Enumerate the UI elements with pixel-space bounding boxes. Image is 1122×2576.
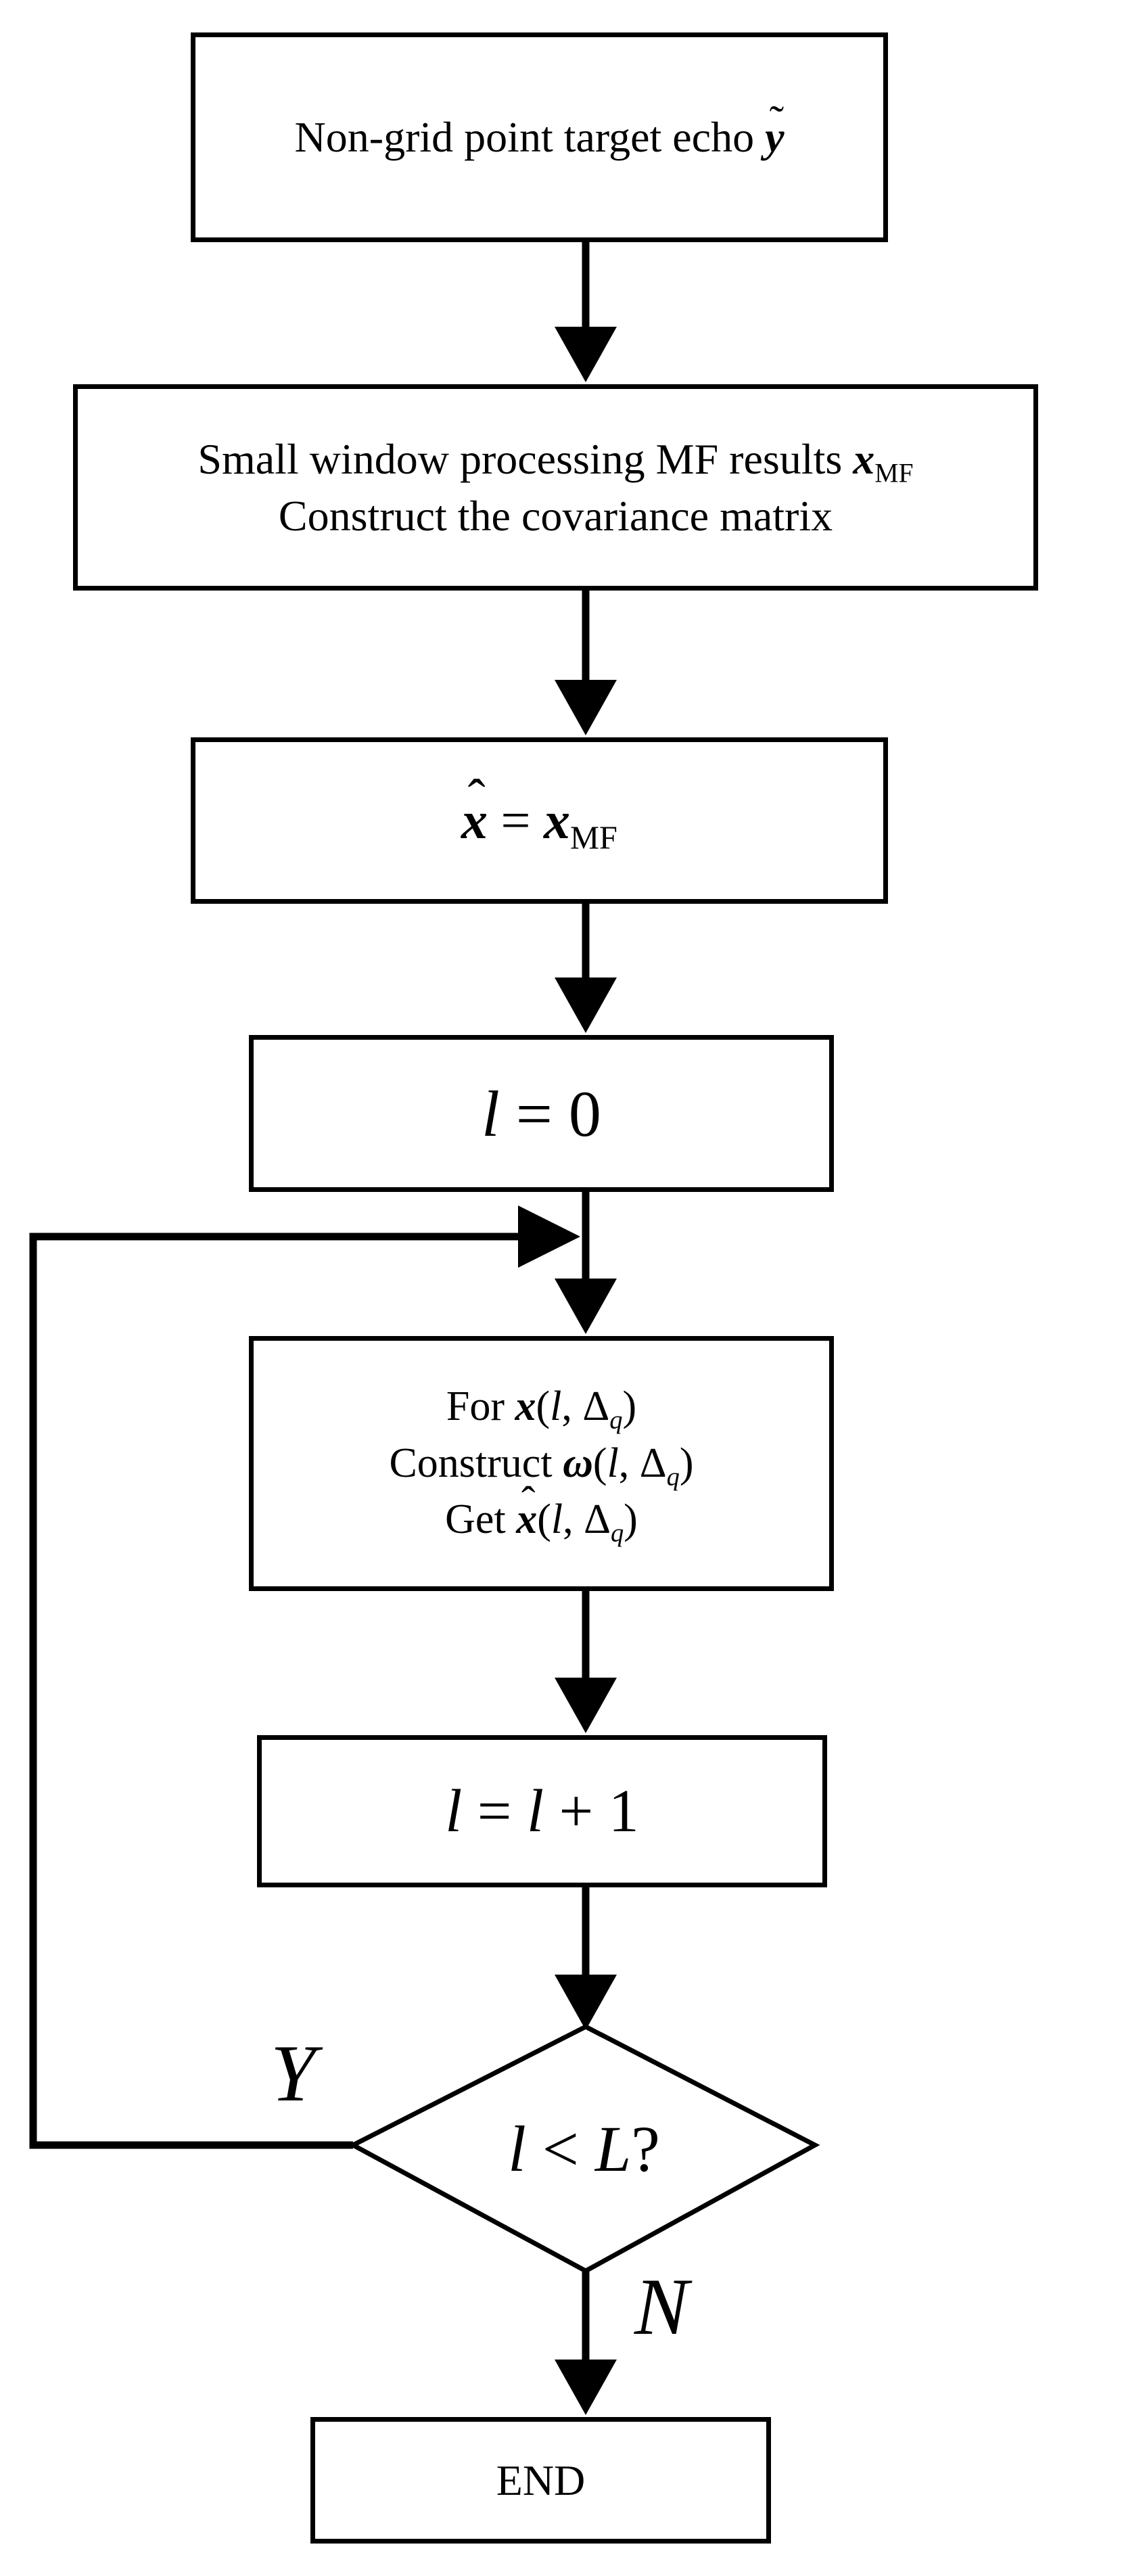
- loop-line-2: Construct ω(l, Δq): [389, 1435, 693, 1492]
- loop-line-3-sub: q: [610, 1519, 624, 1548]
- window-line-1-subscript: MF: [874, 459, 914, 488]
- decision-q: ?: [631, 2113, 660, 2185]
- decision-expression: l < L?: [508, 2111, 660, 2186]
- arrowhead-assign: [555, 680, 617, 735]
- loop-line-2-close: ): [679, 1440, 694, 1486]
- decision-var: l: [508, 2113, 526, 2185]
- assign-rhs-subscript: MF: [570, 820, 617, 856]
- window-line-1: Small window processing MF results xMF: [197, 431, 913, 487]
- increment-lhs: l: [445, 1778, 463, 1845]
- loop-line-2-var: l: [607, 1440, 619, 1486]
- loop-line-1-sep: , Δ: [561, 1383, 610, 1429]
- increment-expression: l = l + 1: [445, 1776, 639, 1846]
- arrowhead-loop: [555, 1279, 617, 1334]
- arrowhead-increment: [555, 1678, 617, 1733]
- decision-op: <: [525, 2113, 595, 2185]
- arrowhead-decision: [555, 1975, 617, 2030]
- start-symbol: y: [765, 96, 785, 162]
- window-line-1-text: Small window processing MF results: [197, 435, 843, 484]
- window-box: Small window processing MF results xMF C…: [73, 384, 1038, 591]
- increment-rest: + 1: [544, 1778, 639, 1845]
- end-label: END: [496, 2456, 586, 2504]
- init-expression: l = 0: [482, 1076, 601, 1151]
- init-var: l: [482, 1077, 500, 1150]
- decision-bound: L: [594, 2113, 632, 2185]
- start-label-text: Non-grid point target echo: [294, 113, 755, 161]
- window-line-1-symbol: x: [853, 435, 875, 484]
- loop-line-1-open: (: [536, 1383, 551, 1429]
- decision-diamond: [348, 2024, 820, 2274]
- loop-line-3-sep: , Δ: [563, 1496, 611, 1543]
- start-box: Non-grid point target echo y: [191, 32, 888, 242]
- assign-box: x = xMF: [191, 737, 888, 904]
- arrowhead-end: [555, 2360, 617, 2415]
- loop-line-2-symbol: ω: [563, 1440, 593, 1486]
- increment-box: l = l + 1: [257, 1735, 827, 1887]
- loop-line-3-open: (: [537, 1496, 551, 1543]
- loopback-line: [29, 1233, 518, 2149]
- init-box: l = 0: [249, 1035, 834, 1192]
- arrowhead-init: [555, 978, 617, 1033]
- assign-expression: x = xMF: [461, 768, 617, 854]
- loop-line-1-text: For: [446, 1383, 505, 1429]
- window-line-2: Construct the covariance matrix: [278, 491, 833, 540]
- init-rest: = 0: [499, 1077, 601, 1150]
- loop-line-1-sub: q: [609, 1406, 623, 1435]
- yes-branch-label: Y: [271, 2028, 316, 2118]
- loop-line-1: For x(l, Δq): [446, 1379, 636, 1435]
- loop-line-1-close: ): [622, 1383, 637, 1429]
- no-branch-label: N: [634, 2261, 689, 2351]
- assign-eq: =: [488, 791, 544, 850]
- loop-line-2-open: (: [592, 1440, 607, 1486]
- arrowhead-window: [555, 327, 617, 382]
- increment-eq: =: [462, 1778, 527, 1845]
- loop-line-3-close: ): [624, 1496, 638, 1543]
- loop-line-1-symbol: x: [515, 1383, 536, 1429]
- loop-line-2-sep: , Δ: [618, 1440, 667, 1486]
- decision-label: l < L?: [353, 2027, 815, 2271]
- arrowhead-loopback: [518, 1205, 580, 1268]
- loop-line-3-var: l: [551, 1496, 563, 1543]
- end-box: END: [310, 2417, 771, 2544]
- assign-lhs: x: [461, 768, 488, 851]
- start-label: Non-grid point target echo y: [294, 96, 785, 162]
- loop-line-3: Get x(l, Δq): [445, 1474, 638, 1548]
- increment-rhs: l: [527, 1778, 544, 1845]
- loop-box: For x(l, Δq) Construct ω(l, Δq) Get x(l,…: [249, 1336, 834, 1591]
- loop-line-3-text: Get: [445, 1496, 506, 1543]
- loop-line-2-sub: q: [666, 1462, 680, 1491]
- assign-rhs: x: [544, 791, 571, 850]
- loop-line-3-symbol: x: [516, 1474, 537, 1548]
- loop-line-1-var: l: [550, 1383, 562, 1429]
